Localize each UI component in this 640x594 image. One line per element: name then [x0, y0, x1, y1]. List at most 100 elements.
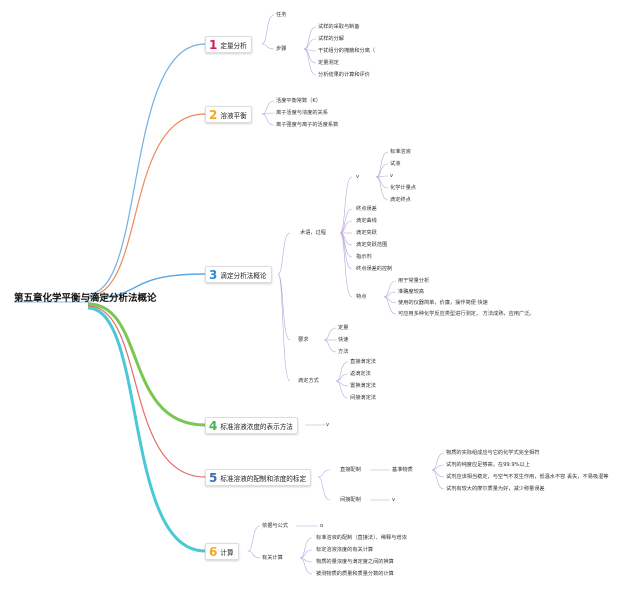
s3-req-connector [323, 327, 337, 341]
section-6-number: 6 [209, 544, 218, 559]
s2-item[interactable]: 活度平衡常数（K） [276, 98, 321, 104]
section-4-node[interactable]: 4 标准溶液浓度的表示方法 [205, 417, 298, 434]
branch-2 [87, 113, 206, 297]
s3-v[interactable]: v [356, 174, 360, 180]
s3-term-item[interactable]: 滴定突跃 [356, 230, 377, 236]
s1-step-item[interactable]: 定量测定 [318, 60, 339, 66]
s1-task[interactable]: 任务 [276, 12, 287, 18]
s5-items-connector [431, 452, 445, 471]
s5-items-connector [431, 464, 445, 471]
s3-req-item[interactable]: 快速 [338, 337, 349, 343]
s1-step-item[interactable]: 干扰组分的掩蔽和分离（ [318, 48, 376, 54]
s3-v-item[interactable]: 标准溶液 [390, 149, 411, 155]
s6-calc-item[interactable]: 物质的量浓度与滴定度之间的换算 [316, 559, 394, 565]
s3-req-item[interactable]: 定量 [338, 325, 349, 331]
section-2-node[interactable]: 2 溶液平衡 [205, 106, 252, 123]
s1-step-item[interactable]: 分析结果的计算和评价 [318, 72, 370, 78]
branch-4 [87, 302, 206, 427]
s4-tail[interactable]: v [326, 422, 330, 428]
section-5-number: 5 [209, 470, 218, 485]
s3-terms[interactable]: 术语，过程 [300, 230, 326, 236]
s2-item[interactable]: 离子活度与浓度的关系 [276, 110, 328, 116]
s3-mode-connector [335, 361, 349, 382]
s5-direct[interactable]: 直接配制 [340, 467, 361, 473]
section-1-number: 1 [209, 37, 218, 52]
s5-connector [317, 476, 331, 501]
s3-v-item[interactable]: 化学计量点 [390, 185, 416, 191]
s3-mode-item[interactable]: 直接滴定法 [350, 359, 376, 365]
s3-connector [277, 273, 291, 382]
s3-term-item[interactable]: 滴定曲线 [356, 218, 377, 224]
s6-calc-connector [299, 537, 313, 559]
s1-connector [261, 14, 275, 45]
s3-v-item[interactable]: 滴定终点 [390, 197, 411, 203]
branch-6 [87, 306, 206, 553]
s6-formula[interactable]: 依据与公式 [262, 523, 288, 529]
s3-req[interactable]: 要求 [298, 337, 309, 343]
s6-calc-connector [299, 557, 313, 575]
s6-calc[interactable]: 有关计算 [262, 555, 283, 561]
s5-indirect[interactable]: 间接配制 [340, 497, 361, 503]
section-2-number: 2 [209, 107, 218, 122]
section-6-node[interactable]: 6 计算 [205, 543, 239, 560]
s3-features[interactable]: 特点 [356, 294, 367, 300]
s5-item[interactable]: 试剂应该相当稳定，与空气不发生作用，低温水不容 丢失，不易吸湿等 [446, 474, 609, 480]
section-3-node[interactable]: 3 滴定分析法概论 [205, 266, 272, 283]
s1-step-item[interactable]: 试样的分解 [318, 36, 344, 42]
root-topic[interactable]: 第五章化学平衡与滴定分析法概论 [14, 293, 157, 304]
s6-formula-tail[interactable]: o [320, 523, 324, 529]
s3-v-item[interactable]: v [390, 173, 394, 179]
s1-step-item[interactable]: 试样的采取与制备 [318, 24, 360, 30]
section-2-label: 溶液平衡 [220, 111, 247, 120]
s1-steps-connector [303, 48, 317, 76]
s5-connector [317, 469, 331, 478]
section-1-node[interactable]: 1 定量分析 [205, 36, 252, 53]
s2-item[interactable]: 离子强度与离子的活度系数 [276, 122, 339, 128]
s5-item[interactable]: 试剂有较大的摩尔质量为好，减少称量误差 [446, 486, 545, 492]
s3-req-connector [323, 339, 337, 353]
s3-mode-connector [335, 380, 349, 399]
section-4-number: 4 [209, 418, 218, 433]
s3-feature-item[interactable]: 使用的仪器简单，价廉，操作简便 快速 [398, 300, 488, 306]
s2-connector [261, 113, 275, 126]
s3-term-item[interactable]: 终点误差 [356, 206, 377, 212]
s6-calc-item[interactable]: 标定溶液浓度的有关计算 [316, 547, 374, 553]
s1-connector [261, 43, 275, 50]
s3-mode[interactable]: 滴定方式 [298, 378, 319, 384]
s3-feature-item[interactable]: 用于常量分析 [398, 278, 430, 284]
s5-item[interactable]: 试剂的纯度应足够高，在99.9%以上 [446, 462, 530, 468]
s3-v-connector [375, 151, 389, 178]
s6-connector [247, 550, 261, 559]
s6-calc-item[interactable]: 标准溶液的配制（直接法）、稀释与增浓 [316, 535, 407, 541]
s3-features-connector [383, 280, 397, 298]
branch-3 [87, 273, 206, 299]
s3-terms-connector [339, 220, 353, 234]
section-5-node[interactable]: 5 标准溶液的配制和浓度的标定 [205, 469, 312, 486]
s5-item[interactable]: 物质的实际组成应与它的化学式完全相符 [446, 450, 540, 456]
s3-features-connector [383, 296, 397, 315]
s3-terms-connector [339, 232, 353, 270]
s3-req-item[interactable]: 方法 [338, 349, 349, 355]
s1-steps-connector [303, 26, 317, 50]
section-3-number: 3 [209, 267, 218, 282]
s6-calc-item[interactable]: 被测物质的质量和质量分数的计算 [316, 571, 394, 577]
s5-direct-sub[interactable]: 基准物质 [392, 467, 413, 473]
s3-term-item[interactable]: 滴定突跃范围 [356, 242, 388, 248]
s3-term-item[interactable]: 终点误差的控制 [356, 266, 393, 272]
s3-mode-item[interactable]: 返滴定法 [350, 371, 371, 377]
s3-mode-item[interactable]: 置换滴定法 [350, 383, 376, 389]
s3-feature-item[interactable]: 准确度较高 [398, 289, 424, 295]
section-5-label: 标准溶液的配制和浓度的标定 [220, 474, 307, 483]
s5-items-connector [431, 469, 445, 490]
s6-connector [247, 525, 261, 552]
s3-feature-item[interactable]: 可应用多种化学反应类型进行测定， 方法成熟，应用广泛。 [398, 311, 535, 317]
section-6-label: 计算 [220, 548, 234, 557]
s3-mode-item[interactable]: 间接滴定法 [350, 395, 376, 401]
s3-connector [277, 232, 291, 275]
s3-term-item[interactable]: 指示剂 [356, 254, 372, 260]
s1-steps[interactable]: 步骤 [276, 46, 287, 52]
s5-indirect-tail[interactable]: v [392, 497, 396, 503]
s3-v-item[interactable]: 试液 [390, 161, 401, 167]
